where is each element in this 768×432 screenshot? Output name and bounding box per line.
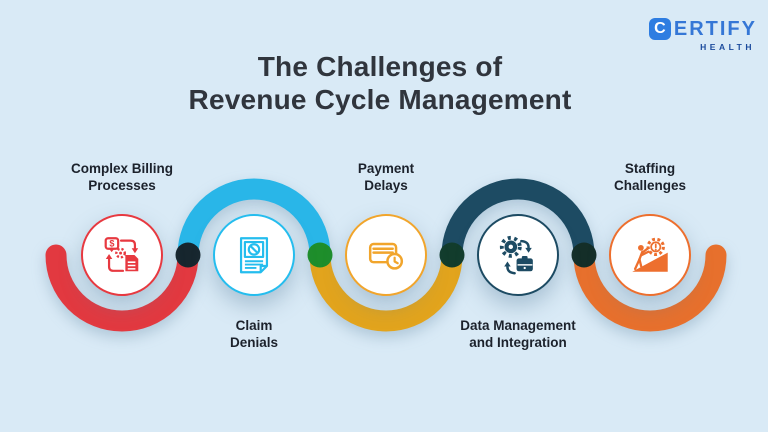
title-line-2: Revenue Cycle Management <box>188 84 572 115</box>
svg-text:$: $ <box>109 238 114 248</box>
gear-database-icon <box>499 235 533 275</box>
page-title: The Challenges of Revenue Cycle Manageme… <box>0 50 760 116</box>
denied-claim-icon <box>239 237 269 274</box>
node-complex-billing: $ <box>81 214 163 296</box>
node-label-claim-denials: Claim Denials <box>229 318 279 350</box>
node-payment-delays <box>345 214 427 296</box>
node-label-data-management: Data Management and Integration <box>460 318 576 350</box>
logo-subtitle: HEALTH <box>700 42 755 52</box>
ribbon-arc-4 <box>441 178 595 266</box>
ribbon-arc-2 <box>177 178 331 266</box>
logo-wordmark: ERTIFY <box>673 18 757 40</box>
node-data-management <box>477 214 559 296</box>
ribbon-arc-3 <box>309 244 463 332</box>
logo-c-icon: C <box>648 18 671 40</box>
certify-health-logo: C ERTIFY HEALTH <box>648 18 757 52</box>
node-staffing-challenges <box>609 214 691 296</box>
node-label-payment-delays: Payment Delays <box>357 161 415 193</box>
connector-dot-3 <box>439 242 465 268</box>
card-clock-icon <box>368 242 404 270</box>
node-label-complex-billing: Complex Billing Processes <box>70 161 173 193</box>
logo-row: C ERTIFY <box>648 18 757 40</box>
connector-dot-1 <box>175 242 201 268</box>
node-label-staffing-challenges: Staffing Challenges <box>613 161 687 193</box>
title-line-1: The Challenges of <box>257 51 503 82</box>
ribbon-arc-1 <box>45 244 199 332</box>
connector-dot-4 <box>571 242 597 268</box>
person-pushing-gear-icon <box>632 237 668 272</box>
node-claim-denials <box>213 214 295 296</box>
connector-dot-2 <box>307 242 333 268</box>
ribbon-arc-5 <box>573 244 727 332</box>
billing-cycle-icon: $ <box>104 237 139 272</box>
